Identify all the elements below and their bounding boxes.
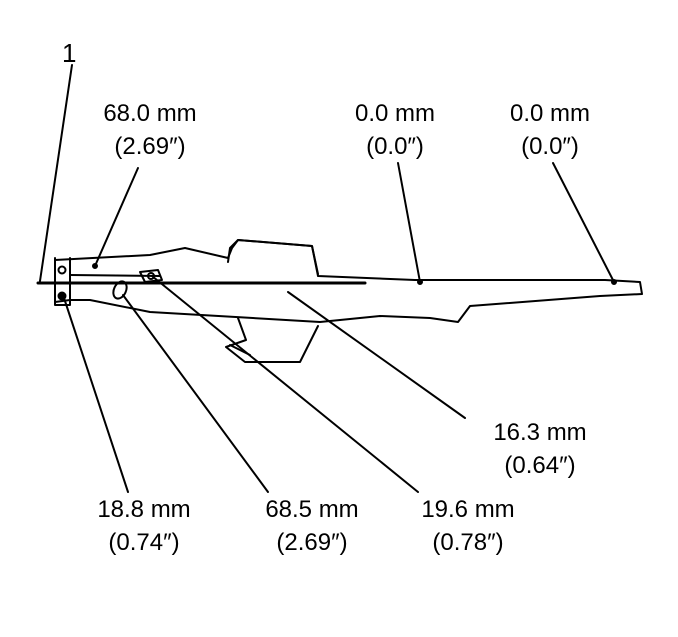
dimension-mm: 68.5 mm <box>265 496 359 523</box>
dimension-inch: (0.0″) <box>366 133 424 160</box>
leader-d4 <box>287 291 466 419</box>
dimension-label-d4: 16.3 mm (0.64″) <box>480 416 600 482</box>
dimension-label-d6: 68.5 mm (2.69″) <box>252 493 372 559</box>
dimension-inch: (2.69″) <box>114 133 186 160</box>
dimension-mm: 19.6 mm <box>421 496 515 523</box>
dimension-inch: (2.69″) <box>276 529 348 556</box>
hole-top <box>57 265 67 275</box>
leader-d2 <box>397 162 421 283</box>
lower-flange <box>225 317 319 363</box>
dimension-inch: (0.64″) <box>504 452 576 479</box>
upright-tab <box>227 239 319 275</box>
dimension-label-d7: 19.6 mm (0.78″) <box>408 493 528 559</box>
dimension-label-d5: 18.8 mm (0.74″) <box>84 493 204 559</box>
dimension-mm: 0.0 mm <box>354 100 435 127</box>
dimension-inch: (0.0″) <box>521 133 579 160</box>
leader-d3 <box>552 162 615 283</box>
clip-hole <box>147 272 155 280</box>
bracket-upper-edge <box>54 239 643 323</box>
dimension-inch: (0.78″) <box>432 529 504 556</box>
dimension-mm: 0.0 mm <box>509 100 590 127</box>
part-callout-1: 1 <box>62 38 77 68</box>
dimension-label-d2: 0.0 mm (0.0″) <box>335 97 455 163</box>
rod-upper <box>69 274 161 277</box>
leader-d6 <box>122 294 269 493</box>
leader-1 <box>39 64 73 282</box>
dimension-mm: 68.0 mm <box>103 100 197 127</box>
leader-d7 <box>151 275 419 493</box>
dimension-label-d3: 0.0 mm (0.0″) <box>490 97 610 163</box>
leader-d1 <box>94 167 139 267</box>
leader-d5 <box>63 297 129 493</box>
dimension-inch: (0.74″) <box>108 529 180 556</box>
dimension-label-d1: 68.0 mm (2.69″) <box>90 97 210 163</box>
dimension-mm: 16.3 mm <box>493 419 587 446</box>
clip <box>139 269 163 283</box>
slot-oval <box>112 280 128 300</box>
dimension-mm: 18.8 mm <box>97 496 191 523</box>
